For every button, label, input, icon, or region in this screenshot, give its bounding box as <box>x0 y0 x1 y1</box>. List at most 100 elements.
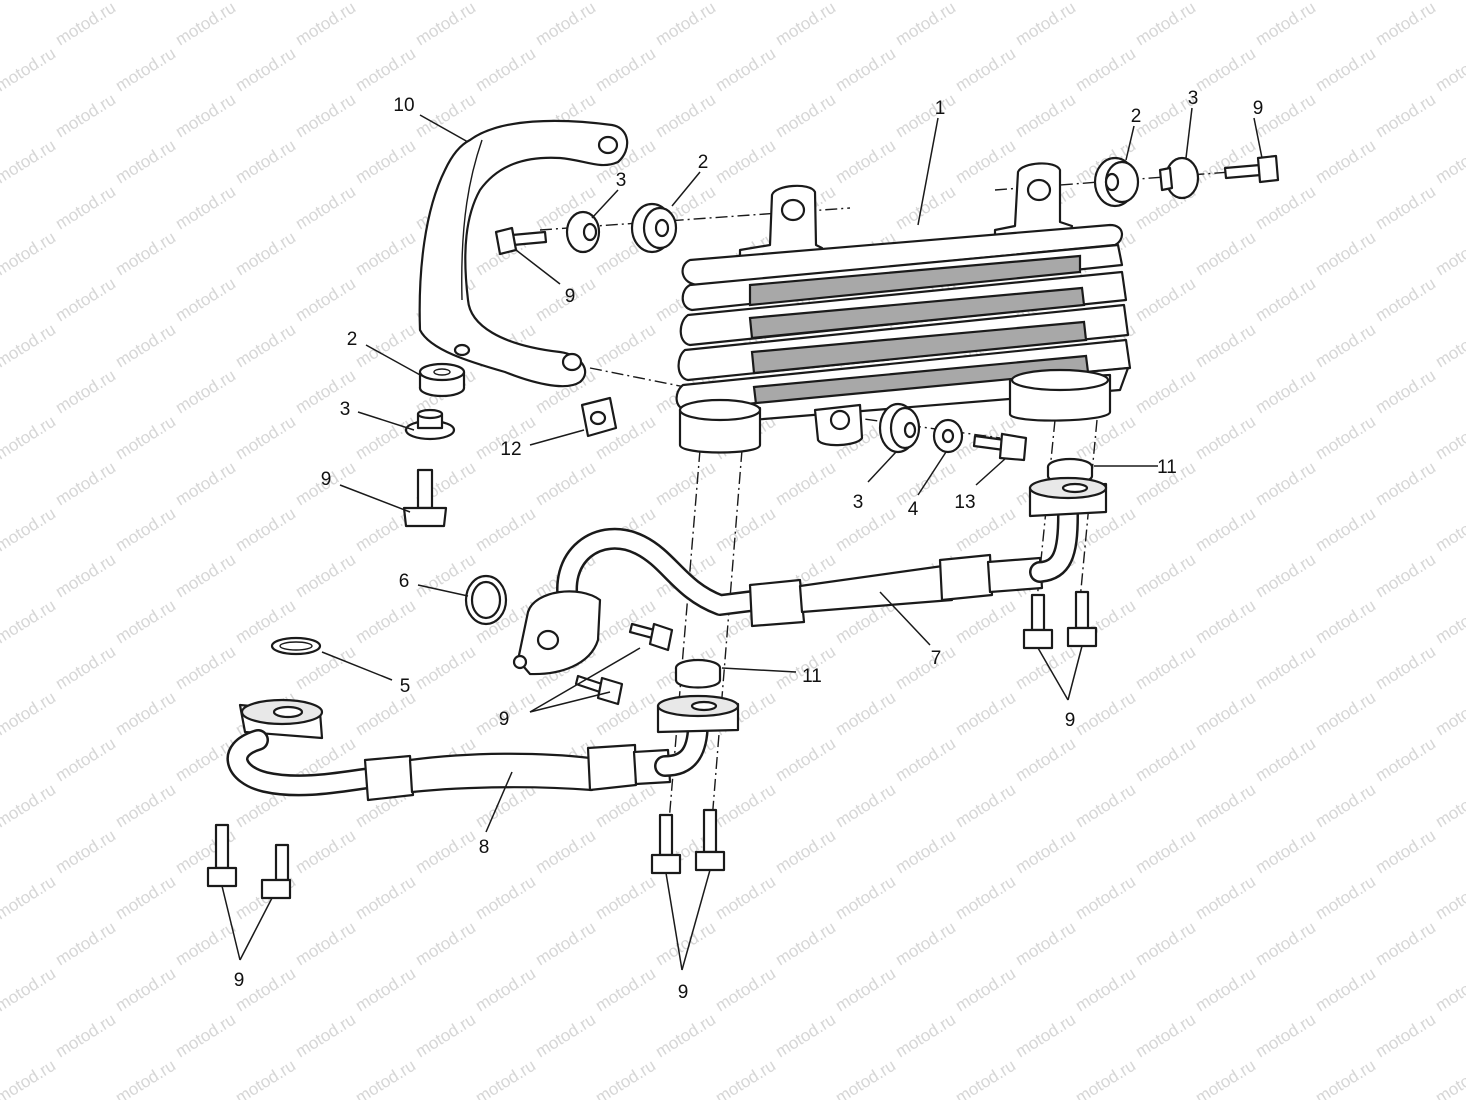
watermark-text: motod.ru <box>232 412 299 464</box>
watermark-text: motod.ru <box>1252 826 1319 878</box>
watermark-text: motod.ru <box>1312 872 1379 924</box>
watermark-text: motod.ru <box>652 0 719 49</box>
bushing-2-top-left <box>630 202 678 254</box>
watermark-text: motod.ru <box>772 918 839 970</box>
watermark-text: motod.ru <box>1192 872 1259 924</box>
watermark-text: motod.ru <box>232 228 299 280</box>
watermark-text: motod.ru <box>952 44 1019 96</box>
watermark-text: motod.ru <box>472 964 539 1016</box>
callout-4: 4 <box>908 499 919 520</box>
watermark-text: motod.ru <box>1432 780 1466 832</box>
watermark-text: motod.ru <box>1012 0 1079 49</box>
callout-7: 7 <box>931 648 942 669</box>
watermark-text: motod.ru <box>52 734 119 786</box>
watermark-text: motod.ru <box>112 596 179 648</box>
watermark-text: motod.ru <box>832 504 899 556</box>
watermark-text: motod.ru <box>172 182 239 234</box>
watermark-text: motod.ru <box>1192 688 1259 740</box>
cooler-bracket <box>418 119 629 388</box>
watermark-text: motod.ru <box>1192 780 1259 832</box>
watermark-text: motod.ru <box>352 1056 419 1100</box>
watermark-text: motod.ru <box>292 918 359 970</box>
watermark-text: motod.ru <box>0 780 59 832</box>
callout-3: 3 <box>616 170 627 191</box>
watermark-text: motod.ru <box>1432 872 1466 924</box>
watermark-text: motod.ru <box>112 504 179 556</box>
watermark-text: motod.ru <box>172 550 239 602</box>
watermark-text: motod.ru <box>52 274 119 326</box>
washer-4 <box>932 418 964 454</box>
watermark-text: motod.ru <box>832 872 899 924</box>
watermark-text: motod.ru <box>1432 228 1466 280</box>
watermark-text: motod.ru <box>952 596 1019 648</box>
watermark-text: motod.ru <box>772 734 839 786</box>
watermark-text: motod.ru <box>52 918 119 970</box>
watermark-text: motod.ru <box>1432 1056 1466 1100</box>
watermark-text: motod.ru <box>952 872 1019 924</box>
watermark-text: motod.ru <box>1312 0 1379 3</box>
watermark-text: motod.ru <box>1132 642 1199 694</box>
watermark-text: motod.ru <box>892 642 959 694</box>
watermark-text: motod.ru <box>1192 228 1259 280</box>
oil-pipe-8 <box>226 694 740 802</box>
watermark-text: motod.ru <box>952 780 1019 832</box>
watermark-text: motod.ru <box>352 320 419 372</box>
watermark-text: motod.ru <box>772 826 839 878</box>
watermark-text: motod.ru <box>1192 596 1259 648</box>
watermark-text: motod.ru <box>352 872 419 924</box>
oil-cooler <box>675 162 1132 454</box>
watermark-text: motod.ru <box>292 0 359 49</box>
watermark-text: motod.ru <box>172 366 239 418</box>
watermark-text: motod.ru <box>1312 320 1379 372</box>
watermark-text: motod.ru <box>1132 826 1199 878</box>
watermark-text: motod.ru <box>772 90 839 142</box>
watermark-text: motod.ru <box>0 688 59 740</box>
bolt-9-lower-pair-1 <box>650 813 682 875</box>
watermark-text: motod.ru <box>232 44 299 96</box>
watermark-text: motod.ru <box>532 458 599 510</box>
watermark-text: motod.ru <box>592 0 659 3</box>
collar-3-left <box>404 408 456 441</box>
watermark-text: motod.ru <box>1372 0 1439 49</box>
watermark-text: motod.ru <box>112 1056 179 1100</box>
watermark-text: motod.ru <box>352 412 419 464</box>
watermark-text: motod.ru <box>112 320 179 372</box>
watermark-text: motod.ru <box>1132 366 1199 418</box>
watermark-text: motod.ru <box>232 136 299 188</box>
watermark-text: motod.ru <box>1072 1056 1139 1100</box>
watermark-text: motod.ru <box>1132 1010 1199 1062</box>
collar-3-top-right <box>1158 156 1200 200</box>
watermark-text: motod.ru <box>112 0 179 3</box>
watermark-text: motod.ru <box>292 274 359 326</box>
bolt-9-top-right <box>1223 154 1280 184</box>
watermark-text: motod.ru <box>292 1010 359 1062</box>
watermark-text: motod.ru <box>892 1010 959 1062</box>
watermark-text: motod.ru <box>412 1010 479 1062</box>
watermark-text: motod.ru <box>1252 0 1319 49</box>
callout-2: 2 <box>698 152 709 173</box>
watermark-text: motod.ru <box>232 0 299 3</box>
watermark-text: motod.ru <box>652 918 719 970</box>
watermark-text: motod.ru <box>52 90 119 142</box>
watermark-text: motod.ru <box>892 734 959 786</box>
watermark-text: motod.ru <box>412 0 479 49</box>
watermark-text: motod.ru <box>112 44 179 96</box>
watermark-text: motod.ru <box>1012 734 1079 786</box>
watermark-text: motod.ru <box>1072 688 1139 740</box>
watermark-text: motod.ru <box>1372 458 1439 510</box>
watermark-text: motod.ru <box>1252 734 1319 786</box>
watermark-text: motod.ru <box>592 872 659 924</box>
watermark-text: motod.ru <box>112 688 179 740</box>
callout-12: 12 <box>500 439 521 460</box>
watermark-text: motod.ru <box>1312 1056 1379 1100</box>
watermark-text: motod.ru <box>472 44 539 96</box>
watermark-text: motod.ru <box>1192 0 1259 3</box>
watermark-text: motod.ru <box>1072 872 1139 924</box>
callout-3: 3 <box>1188 88 1199 109</box>
watermark-text: motod.ru <box>592 44 659 96</box>
bolt-9-left-pair-1 <box>206 823 238 888</box>
watermark-text: motod.ru <box>772 458 839 510</box>
watermark-text: motod.ru <box>712 504 779 556</box>
callout-9: 9 <box>1253 98 1264 119</box>
callout-10: 10 <box>393 95 414 116</box>
